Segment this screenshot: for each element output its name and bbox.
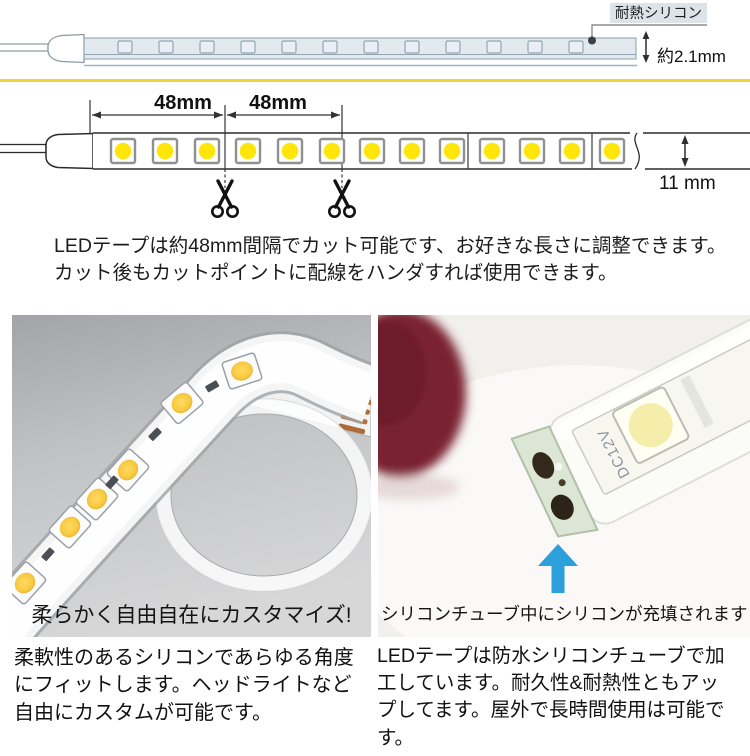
tube-end-face (510, 425, 599, 538)
interval-dimensions (89, 100, 343, 133)
break-line (634, 132, 640, 170)
thickness-label: 約2.1mm (657, 47, 726, 66)
leader-line (591, 24, 707, 40)
width-dimension (681, 135, 689, 167)
photo-flexibility (12, 315, 371, 637)
heat-silicone-label-box (610, 3, 707, 23)
strip-band-main (12, 331, 371, 637)
wire (0, 43, 49, 52)
section-divider (0, 79, 750, 82)
up-arrow-icon (538, 544, 578, 593)
dimension-arrowheads (92, 111, 340, 119)
tube-caption: シリコンチューブ中にシリコンが充填されます (381, 604, 748, 624)
resistors (41, 380, 220, 562)
side-view-diagram: 耐熱シリコン 約2.1mm (0, 3, 726, 67)
connector (45, 132, 94, 170)
background-object (378, 315, 466, 500)
led-dome (628, 403, 673, 448)
interval-dimension-2: 48mm (249, 92, 307, 114)
description-left: 柔軟性のあるシリコンであらゆる角度 にフィットします。ヘッドライトなど 自由にカ… (14, 647, 354, 724)
silicone-tube: DC12V (510, 315, 750, 538)
cut-note: LEDテープは約48mm間隔でカット可能です、お好きな長さに調整できます。 カッ… (54, 235, 727, 284)
connector (47, 33, 85, 64)
leader-dot (588, 36, 596, 45)
cutting-diagram: 48mm 48mm 11 mm (0, 92, 750, 219)
thickness-dimension (642, 31, 650, 63)
heat-silicone-label: 耐熱シリコン (615, 5, 702, 22)
leds-photo (12, 352, 263, 605)
photo-tube-end: DC12V (378, 315, 750, 637)
flexibility-caption: 柔らかく自由自在にカスタマイズ! (31, 604, 352, 627)
width-label: 11 mm (659, 173, 716, 194)
interval-dimension-1: 48mm (154, 92, 212, 114)
wire (0, 143, 47, 154)
description-right: LEDテープは防水シリコンチューブで加 工しています。耐久性&耐熱性ともアッ プ… (377, 645, 725, 749)
